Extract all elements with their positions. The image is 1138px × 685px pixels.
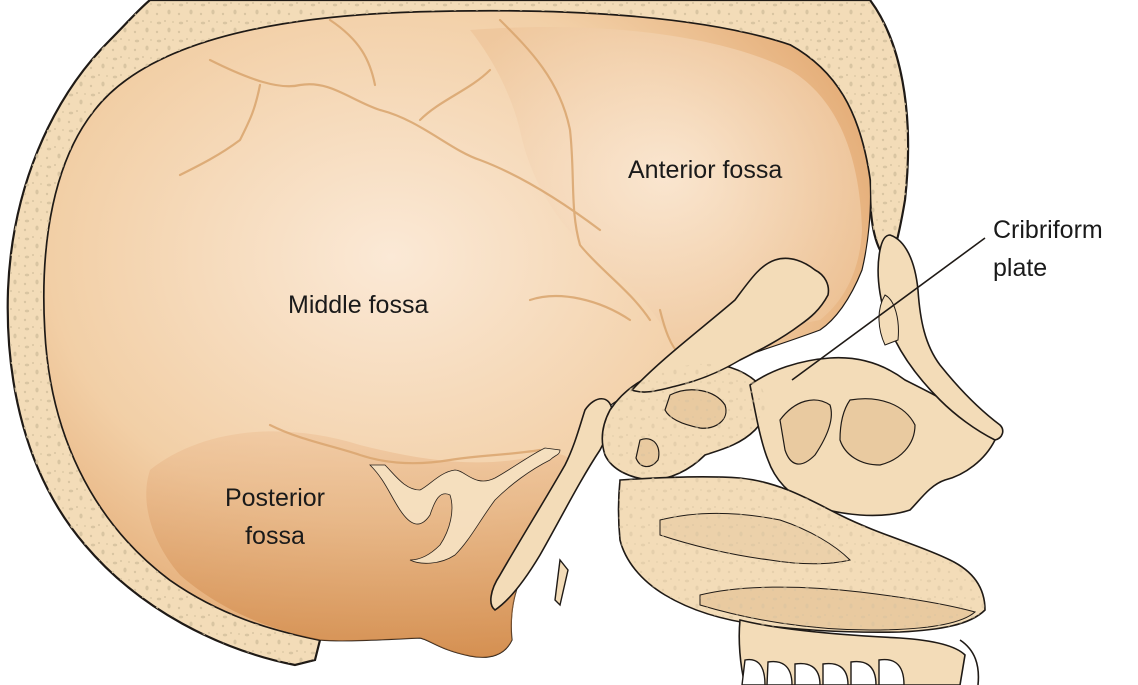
- label-anterior-fossa: Anterior fossa: [628, 156, 782, 184]
- label-posterior-fossa-line2: fossa: [245, 522, 305, 550]
- label-posterior-fossa-line1: Posterior: [225, 484, 325, 512]
- label-middle-fossa: Middle fossa: [288, 291, 428, 319]
- label-cribriform-line1: Cribriform: [993, 216, 1103, 244]
- label-cribriform-line2: plate: [993, 254, 1047, 282]
